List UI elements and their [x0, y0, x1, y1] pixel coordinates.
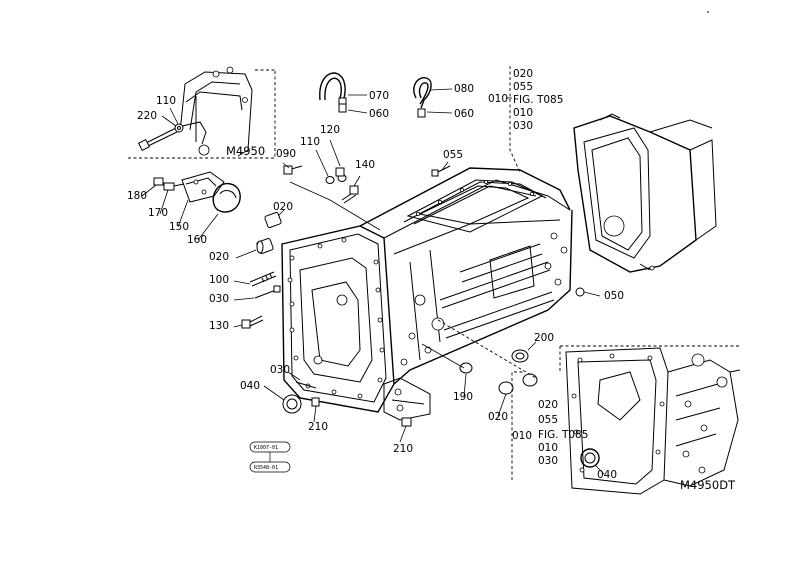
callout-c140: 140 [355, 159, 375, 171]
corner-dot [707, 11, 709, 13]
ref-group-top-labels: 010 020 055 FIG. T085 010 030 [488, 68, 563, 132]
callout-c120: 120 [320, 124, 340, 136]
transmission-case [263, 161, 573, 443]
callout-c100: 100 [209, 274, 229, 286]
ref-bottom-item-5: 030 [538, 455, 558, 467]
callout-c060a: 060 [369, 108, 389, 120]
callout-c220: 220 [137, 110, 157, 122]
left-parts [141, 139, 361, 329]
callout-c200: 200 [534, 332, 554, 344]
ref-top-item-1: 020 [513, 68, 533, 80]
ref-group-bottom-labels: 010 020 055 FIG. T085 010 030 [512, 399, 588, 467]
callout-c070: 070 [369, 90, 389, 102]
rear-parts [421, 287, 601, 417]
callout-c110a: 110 [156, 95, 176, 107]
callout-c130: 130 [209, 320, 229, 332]
callout-c190: 190 [453, 391, 473, 403]
callout-c030b: 030 [270, 364, 290, 376]
breather-pipes [319, 72, 453, 118]
ref-bottom-item-1: 020 [538, 399, 558, 411]
callout-c150: 150 [169, 221, 189, 233]
inset-label-m4950dt: M4950DT [680, 478, 736, 492]
callout-c020c: 020 [488, 411, 508, 423]
ref-top-item-3: FIG. T085 [513, 94, 563, 106]
rear-housing [573, 113, 717, 273]
ref-top-item-2: 055 [513, 81, 533, 93]
callout-c040b: 040 [597, 469, 617, 481]
stamp-text-2: R3548-01 [254, 465, 278, 471]
callout-labels: 0700600800601102201101200901400551801701… [127, 83, 624, 481]
ref-top-item-5: 030 [513, 120, 533, 132]
ref-bottom-prefix: 010 [512, 430, 532, 442]
stamp-boxes: K1007-01 R3548-01 [249, 441, 291, 473]
callout-c110b: 110 [300, 136, 320, 148]
callout-c080: 080 [454, 83, 474, 95]
callout-c170: 170 [148, 207, 168, 219]
callout-c030a: 030 [209, 293, 229, 305]
callout-c210b: 210 [393, 443, 413, 455]
callout-c160: 160 [187, 234, 207, 246]
callout-c020b: 020 [209, 251, 229, 263]
callout-c090: 090 [276, 148, 296, 160]
inset-label-m4950: M4950 [226, 144, 265, 158]
ref-bottom-item-2: 055 [538, 414, 558, 426]
callout-c060b: 060 [454, 108, 474, 120]
inset-m4950 [128, 66, 276, 159]
callout-c180: 180 [127, 190, 147, 202]
callout-c055a: 055 [443, 149, 463, 161]
ref-top-item-4: 010 [513, 107, 533, 119]
callout-c210a: 210 [308, 421, 328, 433]
inset-m4950dt [511, 345, 741, 495]
callout-c040a: 040 [240, 380, 260, 392]
ref-block-top [506, 66, 521, 173]
callout-c050: 050 [604, 290, 624, 302]
stamp-text-1: K1007-01 [254, 445, 278, 451]
ref-bottom-item-4: 010 [538, 442, 558, 454]
ref-bottom-item-3: FIG. T085 [538, 429, 588, 441]
callout-c020a: 020 [273, 201, 293, 213]
ref-top-prefix: 010 [488, 93, 508, 105]
